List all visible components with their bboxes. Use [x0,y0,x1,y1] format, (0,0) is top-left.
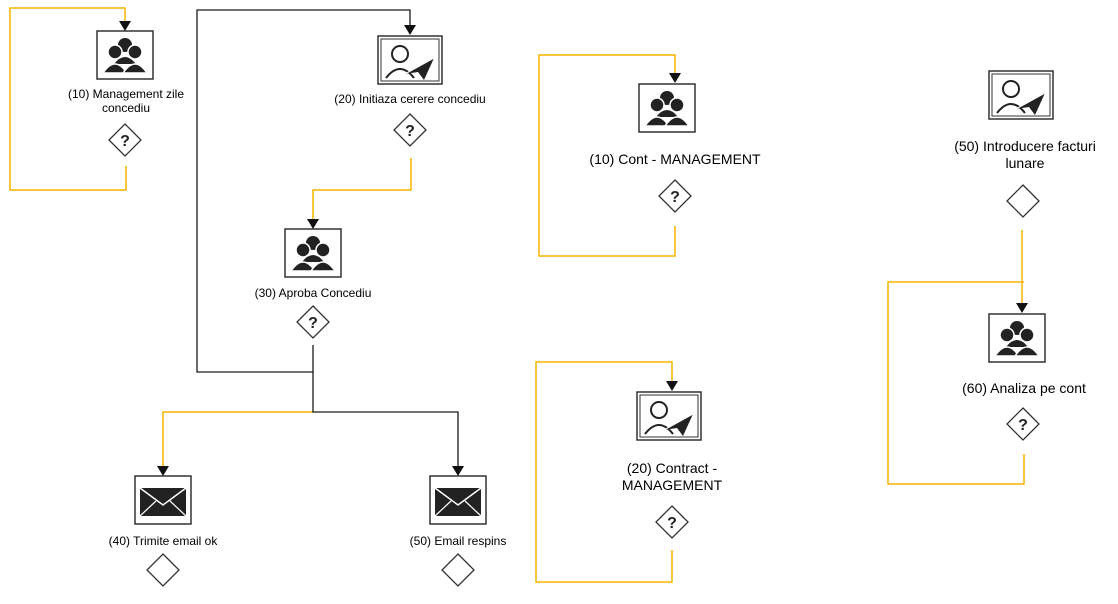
connector-loop-analiza [887,281,1025,485]
label-line: (10) Management zile [67,87,185,101]
connector-layer-active [9,7,1025,583]
connector-loop-management-zile [9,7,127,191]
label-line: (20) Initiaza cerere concediu [334,92,486,106]
connector-initiaza-to-aproba [312,158,412,222]
user-send-icon[interactable] [636,391,702,441]
empty-gateway-icon[interactable] [146,553,180,587]
group-icon[interactable] [284,228,342,278]
arrowhead-icon [1016,303,1028,313]
user-send-icon[interactable] [988,70,1054,120]
label-line: concediu [101,101,151,116]
arrowhead-icon [157,466,169,476]
label-line: MANAGEMENT [621,476,723,493]
task-label-trimite: (40) Trimite email ok [109,534,218,548]
empty-gateway-icon[interactable] [441,553,475,587]
connector-aproba-to-initiaza [196,9,411,373]
arrowheads [119,21,1028,476]
connector-aproba-to-trimite [162,411,313,466]
question-gateway-icon[interactable] [658,179,692,213]
label-line: (30) Aproba Concediu [254,286,372,300]
label-line: (10) Cont - MANAGEMENT [589,151,761,167]
arrowhead-icon [307,219,319,229]
label-line: (40) Trimite email ok [108,534,218,548]
envelope-icon[interactable] [134,475,192,525]
envelope-icon[interactable] [429,475,487,525]
task-label-initiaza: (20) Initiaza cerere concediu [334,92,485,106]
label-line: lunare [1005,154,1045,171]
group-icon[interactable] [988,313,1046,363]
question-gateway-icon[interactable] [393,113,427,147]
arrowhead-icon [452,466,464,476]
label-line: (60) Analiza pe cont [962,380,1086,396]
question-gateway-icon[interactable] [1006,407,1040,441]
task-label-introducere: (50) Introducere facturi lunare [954,138,1096,172]
arrowhead-icon [404,25,416,35]
user-send-icon[interactable] [377,35,443,85]
empty-gateway-icon[interactable] [1006,184,1040,218]
connector-loop-cont-management [538,54,676,257]
arrowhead-icon [669,73,681,83]
arrowhead-icon [666,381,678,391]
task-label-cont-management: (10) Cont - MANAGEMENT [589,151,760,168]
question-gateway-icon[interactable] [108,123,142,157]
task-label-management-zile: (10) Management zile concediu [68,87,184,116]
label-line: (20) Contract - [626,460,718,476]
task-label-analiza: (60) Analiza pe cont [962,380,1086,397]
task-label-email-respins: (50) Email respins [410,534,507,548]
arrowhead-icon [119,21,131,31]
group-icon[interactable] [96,30,154,80]
connector-aproba-to-email-respins [312,372,459,466]
task-label-contract-management: (20) Contract - MANAGEMENT [622,460,722,494]
group-icon[interactable] [638,83,696,133]
connector-loop-contract-management [535,361,673,583]
label-line: (50) Introducere facturi [954,138,1096,154]
question-gateway-icon[interactable] [296,305,330,339]
label-line: (50) Email respins [409,534,507,548]
task-label-aproba: (30) Aproba Concediu [255,286,372,300]
question-gateway-icon[interactable] [655,505,689,539]
connector-layer-default [196,9,459,466]
